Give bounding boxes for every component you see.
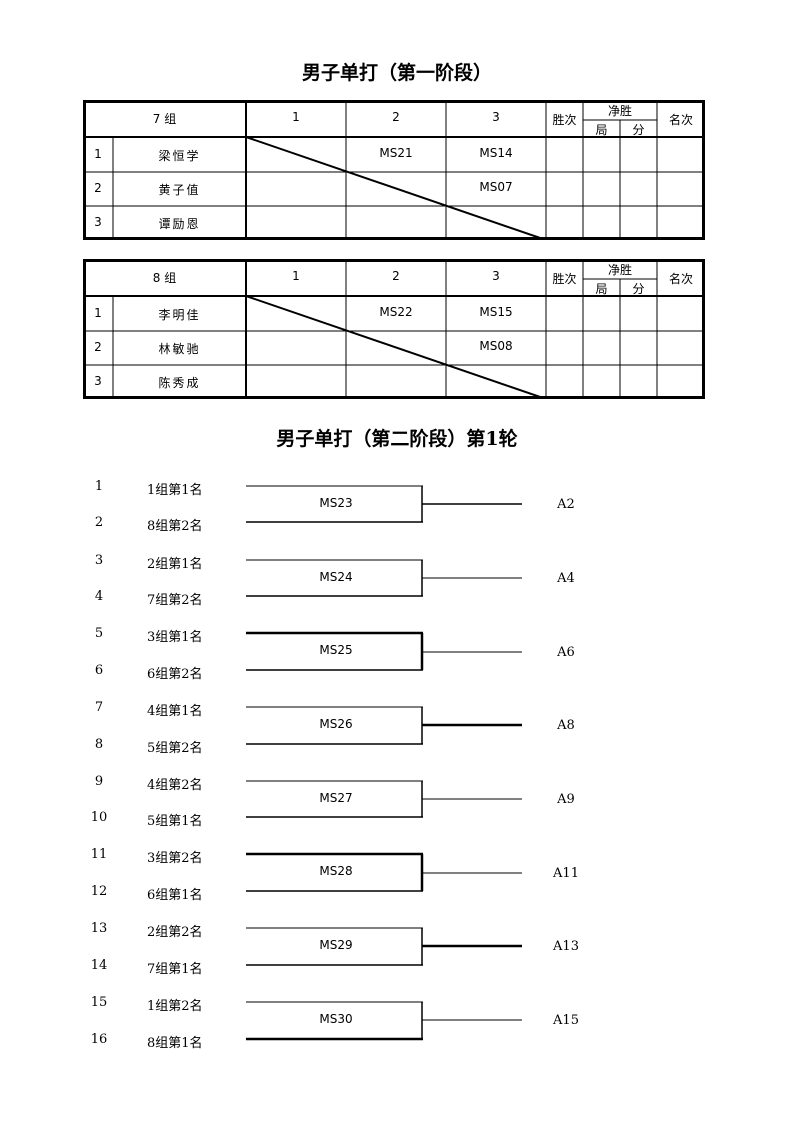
col-header-3: 3 (492, 110, 500, 124)
player-no: 1 (94, 306, 102, 320)
group-table-grid (83, 100, 705, 240)
player-name: 李明佳 (158, 308, 201, 322)
stage2-title: 男子单打（第二阶段）第1轮 (276, 428, 518, 450)
rank-header: 名次 (668, 272, 693, 286)
winner-slot: A2 (557, 497, 575, 512)
seed-number: 6 (94, 663, 104, 678)
winner-slot: A4 (557, 571, 575, 586)
seed-number: 16 (90, 1032, 108, 1047)
winner-slot: A11 (553, 866, 579, 881)
match-code: MS23 (319, 496, 353, 510)
col-header-2: 2 (392, 269, 400, 283)
stage1-title: 男子单打（第一阶段） (301, 62, 492, 84)
group-name: 7 组 (152, 112, 177, 126)
match-code: MS27 (319, 791, 353, 805)
seed-label: 4组第2名 (147, 778, 203, 793)
player-no: 1 (94, 147, 102, 161)
winner-slot: A9 (557, 792, 575, 807)
match-code: MS30 (319, 1012, 353, 1026)
match-code: MS29 (319, 938, 353, 952)
wins-header: 胜次 (552, 272, 577, 286)
seed-number: 4 (94, 589, 104, 604)
group-table-7: 7 组 1 2 3 胜次 净胜 局 分 名次 1 梁恒学 2 黄子值 3 谭励恩… (83, 100, 705, 240)
group-table-8: 8 组 1 2 3 胜次 净胜 局 分 名次 1 李明佳 2 林敏驰 3 陈秀成… (83, 259, 705, 399)
seed-number: 8 (94, 737, 104, 752)
match-code: MS28 (319, 864, 353, 878)
col-header-1: 1 (292, 269, 300, 283)
seed-label: 1组第2名 (147, 999, 203, 1014)
match-code: MS15 (479, 305, 513, 319)
seed-label: 3组第2名 (147, 851, 203, 866)
match-code: MS08 (479, 339, 513, 353)
winner-slot: A15 (553, 1013, 579, 1028)
player-no: 3 (94, 374, 102, 388)
games-header: 局 (595, 282, 608, 296)
seed-label: 2组第1名 (147, 557, 203, 572)
seed-number: 10 (90, 810, 108, 825)
match-code: MS21 (379, 146, 413, 160)
seed-label: 7组第1名 (147, 962, 203, 977)
col-header-2: 2 (392, 110, 400, 124)
player-no: 3 (94, 215, 102, 229)
match-code: MS25 (319, 643, 353, 657)
seed-label: 8组第1名 (147, 1036, 203, 1051)
match-code: MS24 (319, 570, 353, 584)
player-name: 谭励恩 (158, 217, 201, 231)
wins-header: 胜次 (552, 113, 577, 127)
winner-slot: A6 (557, 645, 575, 660)
seed-number: 3 (94, 553, 104, 568)
seed-label: 6组第1名 (147, 888, 203, 903)
player-no: 2 (94, 340, 102, 354)
player-no: 2 (94, 181, 102, 195)
seed-label: 5组第2名 (147, 741, 203, 756)
seed-number: 11 (90, 847, 108, 862)
group-name: 8 组 (152, 271, 177, 285)
match-code: MS14 (479, 146, 513, 160)
match-code: MS22 (379, 305, 413, 319)
player-name: 林敏驰 (158, 342, 201, 356)
player-name: 陈秀成 (158, 376, 201, 390)
match-code: MS26 (319, 717, 353, 731)
group-table-grid (83, 259, 705, 399)
seed-label: 2组第2名 (147, 925, 203, 940)
player-name: 黄子值 (158, 183, 201, 197)
points-header: 分 (632, 282, 645, 296)
winner-slot: A8 (557, 718, 575, 733)
seed-label: 7组第2名 (147, 593, 203, 608)
net-header: 净胜 (607, 104, 632, 118)
seed-number: 1 (94, 479, 104, 494)
winner-slot: A13 (553, 939, 579, 954)
seed-label: 8组第2名 (147, 519, 203, 534)
seed-number: 12 (90, 884, 108, 899)
seed-label: 6组第2名 (147, 667, 203, 682)
seed-number: 5 (94, 626, 104, 641)
net-header: 净胜 (607, 263, 632, 277)
rank-header: 名次 (668, 113, 693, 127)
seed-number: 2 (94, 515, 104, 530)
col-header-3: 3 (492, 269, 500, 283)
match-code: MS07 (479, 180, 513, 194)
seed-label: 4组第1名 (147, 704, 203, 719)
seed-label: 3组第1名 (147, 630, 203, 645)
seed-number: 9 (94, 774, 104, 789)
seed-label: 1组第1名 (147, 483, 203, 498)
seed-number: 13 (90, 921, 108, 936)
seed-number: 14 (90, 958, 108, 973)
games-header: 局 (595, 123, 608, 137)
points-header: 分 (632, 123, 645, 137)
seed-number: 15 (90, 995, 108, 1010)
seed-number: 7 (94, 700, 104, 715)
player-name: 梁恒学 (158, 149, 201, 163)
seed-label: 5组第1名 (147, 814, 203, 829)
col-header-1: 1 (292, 110, 300, 124)
